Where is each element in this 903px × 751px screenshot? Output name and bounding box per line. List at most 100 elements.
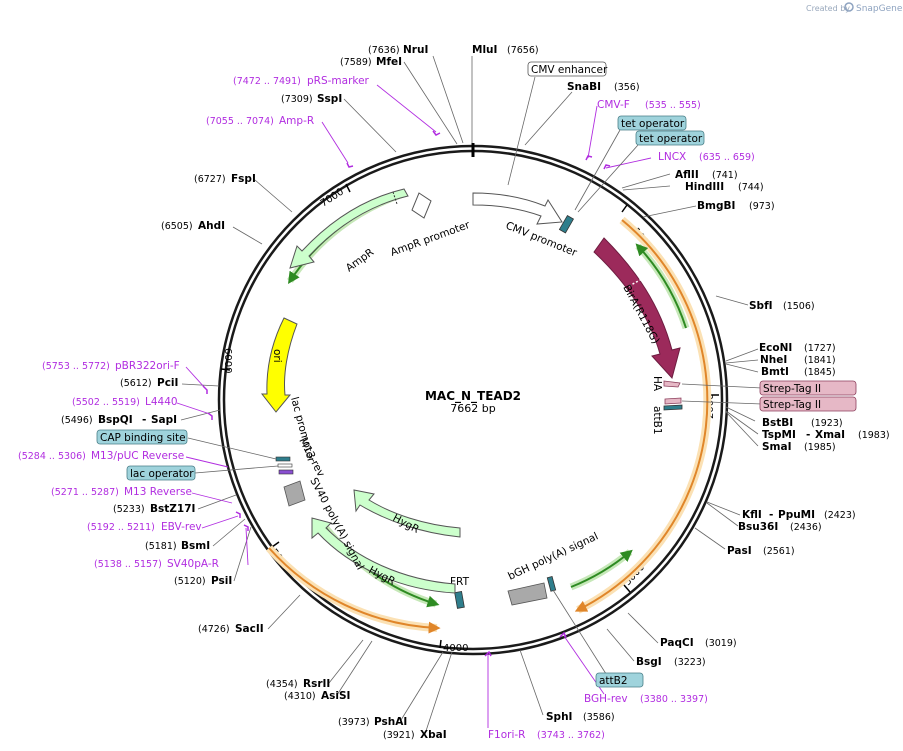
- snapgene-logo-icon: [844, 2, 854, 12]
- site-position: (2436): [790, 522, 822, 533]
- site-name: PshAI: [374, 716, 407, 728]
- site-position: (741): [712, 170, 738, 181]
- hygr-2-arrow: [311, 517, 456, 594]
- site-name: SbfI: [749, 300, 773, 312]
- site-position: (7309): [281, 94, 313, 105]
- primer-mark: [603, 164, 611, 170]
- tick-6000: 6000: [222, 348, 233, 373]
- primer-name: pRS-marker: [307, 75, 370, 87]
- site-name: PciI: [157, 377, 178, 389]
- primer-mark: [202, 385, 208, 394]
- primer-name: Amp-R: [279, 115, 314, 127]
- orf-arrow-green: [570, 549, 633, 588]
- strep-tag-1-box: [759, 380, 857, 396]
- hygr-1-label: HygR: [391, 512, 421, 536]
- primer-name: M13 Reverse: [124, 486, 192, 498]
- site-name: SphI: [546, 711, 572, 723]
- primer-leader-lines: [176, 84, 652, 728]
- tet-operator-1-box: [617, 115, 687, 131]
- site-position: (4310): [284, 691, 316, 702]
- site-position: (4726): [198, 624, 230, 635]
- primer-name: CMV-F: [597, 99, 630, 111]
- primer-name: LNCX: [658, 151, 686, 163]
- site-position: (1983): [858, 430, 890, 441]
- tet-operator-2-box: [635, 130, 705, 146]
- site-position: (1506): [783, 301, 815, 312]
- primer-mark: [235, 511, 241, 518]
- site-name: BstZ17I: [150, 503, 195, 515]
- site-position: (1845): [804, 367, 836, 378]
- site-name: RsrII: [303, 678, 330, 690]
- lac-promoter-block: [277, 463, 293, 468]
- primer-mark: [585, 155, 593, 161]
- primer-name: L4440: [145, 396, 178, 408]
- primer-name: pBR322ori-F: [115, 360, 180, 372]
- attb2-block: [546, 575, 557, 592]
- strep-tag-1-block: [663, 380, 681, 388]
- primer-range: (5753 .. 5772): [42, 361, 110, 372]
- site-name: MluI: [472, 44, 497, 56]
- site-position: (5233): [113, 504, 145, 515]
- primer-range: (5192 .. 5211): [87, 522, 155, 533]
- site-name: SmaI: [762, 441, 792, 453]
- site-position: (7589): [340, 57, 372, 68]
- site-name: FspI: [231, 173, 256, 185]
- tick-mark: [271, 541, 280, 548]
- orf-arrow-orange: [574, 219, 709, 612]
- tick-mark: [623, 584, 631, 593]
- primer-name: BGH-rev: [584, 693, 628, 705]
- boxed-labels: CMV enhancer tet operator tet operator S…: [96, 61, 857, 688]
- site-name: HindIII: [685, 181, 724, 193]
- site-name: TspMI: [762, 429, 796, 441]
- tick-4000: 4000: [443, 643, 468, 654]
- lac-operator-label: lac operator: [130, 468, 194, 480]
- site-position: (3921): [383, 730, 415, 741]
- primer-range: (5271 .. 5287): [51, 487, 119, 498]
- ampr-junction: [392, 191, 398, 205]
- site-name: EcoNI: [759, 342, 792, 354]
- svg-text:-: -: [806, 429, 810, 441]
- site-name: Bsu36I: [738, 521, 778, 533]
- primer-range: (3743 .. 3762): [537, 730, 605, 741]
- primer-marks: [202, 130, 611, 657]
- primer-mark: [207, 412, 213, 420]
- lac-operator-block: [275, 456, 291, 462]
- site-name: PpuMI: [778, 509, 815, 521]
- site-position: (973): [749, 201, 775, 212]
- site-position: (7636): [368, 45, 400, 56]
- site-position: (6505): [161, 221, 193, 232]
- primer-range: (3380 .. 3397): [640, 694, 708, 705]
- site-position: (1727): [804, 343, 836, 354]
- primer-mark: [243, 524, 249, 531]
- ha-label: HA: [651, 376, 663, 392]
- primer-mark: [432, 130, 441, 136]
- site-name: SspI: [317, 93, 342, 105]
- tick-mark: [439, 639, 442, 649]
- cap-site-box: [96, 429, 188, 445]
- site-name: NheI: [760, 354, 787, 366]
- primer-name: SV40pA-R: [167, 558, 219, 570]
- bira-junction: [628, 278, 643, 287]
- site-name: BmgBI: [697, 200, 735, 212]
- plasmid-name: MAC_N_TEAD2: [425, 389, 521, 404]
- strep-tag-2-box: [759, 396, 857, 412]
- cap-site-label: CAP binding site: [100, 432, 186, 444]
- site-position: (2423): [824, 510, 856, 521]
- ampr-promoter-arrow: [411, 192, 432, 219]
- site-name: KflI: [742, 509, 762, 521]
- frt-block: [454, 590, 465, 609]
- orf-arrow-orange: [268, 547, 441, 634]
- primer-name: M13/pUC Reverse: [91, 450, 184, 462]
- site-position: (3586): [583, 712, 615, 723]
- ampr-promoter-label: AmpR promoter: [389, 219, 472, 259]
- primer-range: (535 .. 555): [645, 100, 701, 111]
- site-position: (5181): [145, 541, 177, 552]
- tet-operator-1-label: tet operator: [621, 118, 685, 130]
- watermark-brand: SnapGene: [856, 4, 903, 14]
- ampr-arrow: [289, 188, 409, 269]
- lac-operator-box: [126, 465, 196, 481]
- site-position: (5612): [120, 378, 152, 389]
- site-position: (4354): [266, 679, 298, 690]
- orf-halo: [576, 216, 712, 614]
- site-leader-lines: [180, 55, 759, 735]
